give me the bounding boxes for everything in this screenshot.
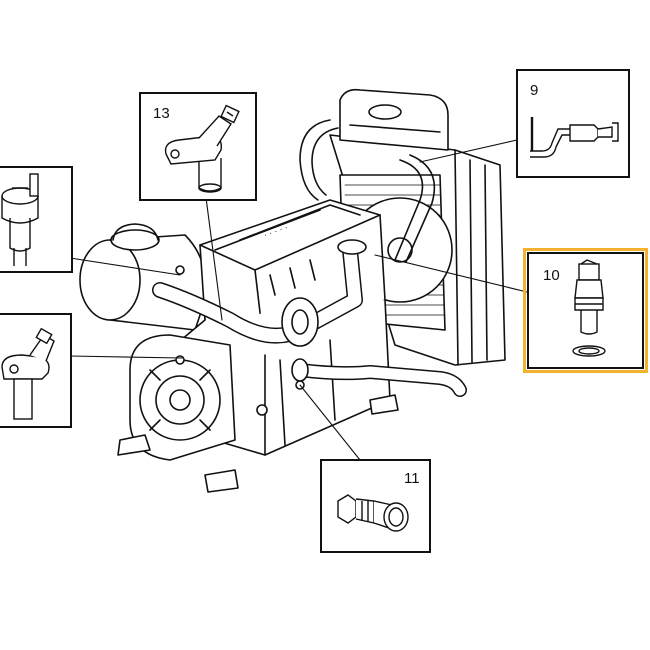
callout-box-13[interactable]: 13	[139, 92, 257, 201]
callout-number: 13	[153, 105, 170, 122]
expansion-tank	[339, 88, 449, 151]
callout-number: 11	[404, 470, 420, 487]
upper-hoses	[296, 116, 436, 263]
air-filter	[79, 223, 207, 331]
callout-box-left-top[interactable]	[0, 166, 73, 273]
callout-box-9[interactable]: 9	[516, 69, 630, 178]
injector-sensor-icon	[1, 173, 39, 266]
leader-lines	[69, 139, 528, 461]
callout-number: 9	[530, 82, 539, 99]
flange-sensor-icon	[164, 104, 240, 193]
flywheel-housing	[129, 334, 236, 461]
callout-box-10[interactable]: 10	[523, 248, 648, 373]
cable-sensor-icon	[530, 117, 619, 158]
temperature-sensor-icon	[572, 259, 606, 357]
callout-box-11[interactable]: 11	[320, 459, 431, 553]
lower-hoses	[291, 358, 467, 397]
engine-feet	[117, 394, 399, 493]
pressure-switch-icon	[337, 494, 409, 532]
speed-sensor-icon	[1, 327, 55, 420]
callout-box-left-bottom[interactable]	[0, 313, 72, 428]
callout-number: 10	[543, 267, 560, 284]
intake-pipe	[152, 239, 367, 347]
